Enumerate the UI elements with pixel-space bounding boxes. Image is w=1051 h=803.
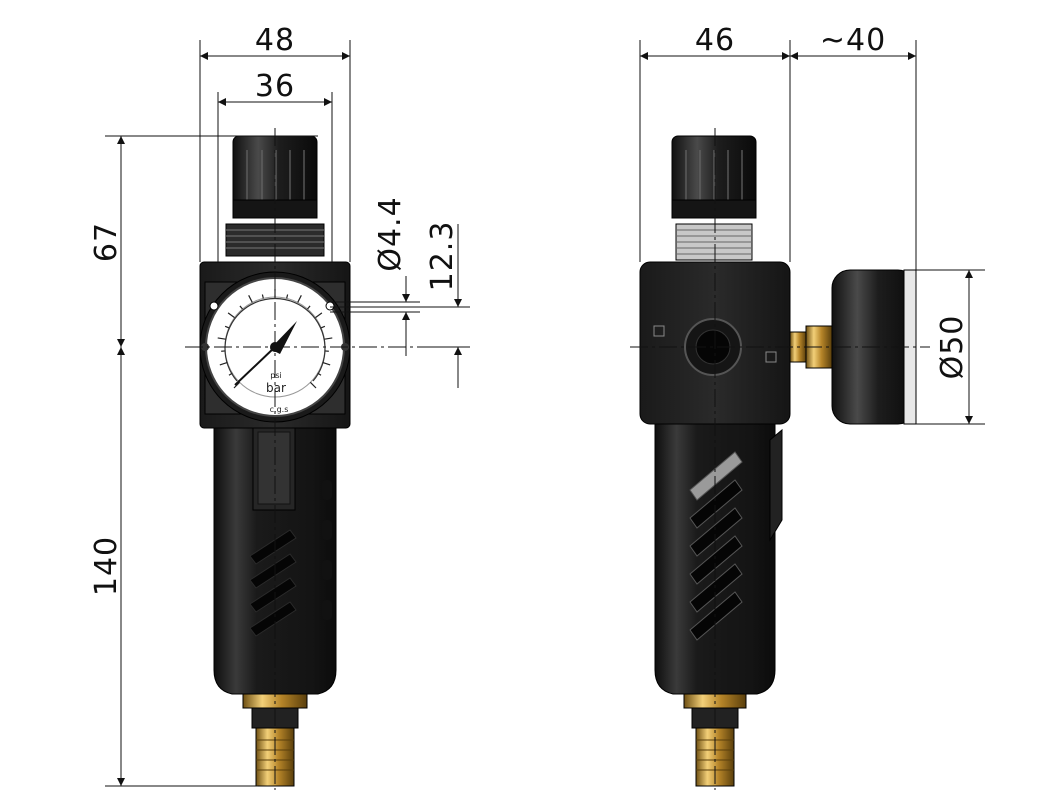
dim-label-hole-offset: 12.3	[425, 221, 460, 292]
gauge-tick	[228, 372, 233, 376]
gauge-maker-mark: c.g.s	[270, 405, 289, 414]
gauge-tick	[219, 361, 228, 366]
gauge-tick	[233, 381, 241, 389]
side-bowl-slots	[689, 451, 743, 641]
side-thread-collar	[675, 223, 753, 261]
gauge-tick	[239, 305, 243, 310]
gauge-tick	[322, 361, 331, 366]
gauge-tick	[309, 381, 317, 389]
gauge-unit-small: psi	[270, 371, 281, 380]
dim-label-46: 46	[695, 23, 735, 58]
gauge-tick	[248, 295, 253, 303]
gauge-tick	[217, 337, 226, 340]
dim-label-36: 36	[255, 69, 295, 104]
front-dimensions: 48 36 67 140 Ø4.4 12.3	[89, 23, 470, 787]
dim-label-48: 48	[255, 23, 295, 58]
side-dimensions: 46 ~40 Ø50	[639, 23, 985, 425]
gauge-tick	[286, 294, 289, 299]
front-bowl-slots	[249, 529, 297, 637]
side-filter-bowl	[654, 423, 783, 695]
gauge-tick	[315, 312, 323, 319]
side-adjustment-knob	[671, 135, 757, 219]
gauge-tick	[307, 305, 311, 310]
gauge-tick	[324, 337, 333, 340]
gauge-tick	[261, 294, 264, 299]
gauge-tick	[224, 325, 230, 329]
center-lines	[185, 128, 930, 790]
dim-label-hole-diameter: Ø4.4	[373, 196, 408, 271]
dim-label-140: 140	[89, 536, 124, 596]
dim-label-67: 67	[89, 222, 124, 262]
dim-label-40: ~40	[820, 23, 886, 58]
gauge-tick	[317, 372, 322, 376]
front-filter-bowl	[213, 427, 337, 695]
gauge-unit: bar	[266, 381, 286, 395]
gauge-tick	[297, 295, 302, 303]
gauge-tick	[227, 312, 235, 319]
gauge-tick	[320, 325, 326, 329]
dim-label-gauge-diameter: Ø50	[935, 315, 970, 380]
front-adjustment-knob	[232, 135, 318, 219]
side-view	[639, 135, 917, 787]
